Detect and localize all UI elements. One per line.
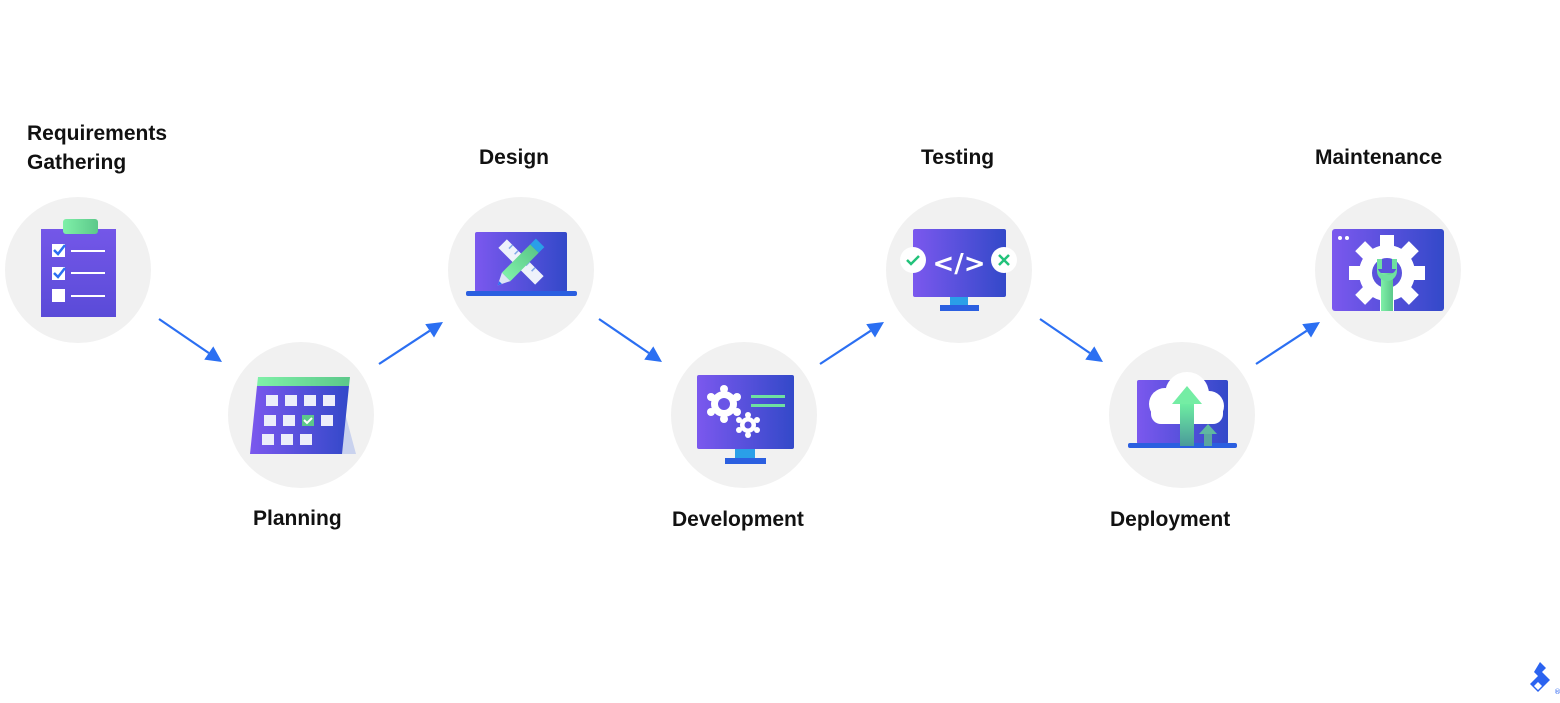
svg-text:</>: </> xyxy=(932,249,985,279)
flow-arrow-head-6 xyxy=(1302,322,1320,338)
flow-arrow-head-4 xyxy=(866,322,884,338)
flow-arrow-line-1 xyxy=(158,318,210,354)
stage-label-development: Development xyxy=(672,508,804,531)
flow-arrow-line-6 xyxy=(1255,329,1308,365)
laptop-cloud-upload-icon xyxy=(1128,372,1237,448)
svg-text:®: ® xyxy=(1554,688,1560,696)
stage-label-design: Design xyxy=(479,146,550,169)
stage-node-deployment xyxy=(1109,342,1255,488)
stage-node-testing: </> xyxy=(886,197,1032,343)
stage-label-testing: Testing xyxy=(921,146,995,169)
stage-node-maintenance xyxy=(1315,197,1461,343)
stage-node-planning xyxy=(228,342,374,488)
laptop-ruler-pencil-icon xyxy=(466,232,577,296)
clipboard-checklist-icon xyxy=(41,219,116,317)
stage-label-requirements: Requirements Gathering xyxy=(27,122,168,174)
calendar-icon xyxy=(250,377,356,454)
stage-label-planning: Planning xyxy=(253,507,342,530)
flow-arrow-line-3 xyxy=(598,318,650,354)
flow-arrow-head-3 xyxy=(644,346,662,362)
flow-arrow-head-2 xyxy=(425,322,443,338)
flow-arrow-head-5 xyxy=(1085,346,1103,362)
monitor-gears-icon xyxy=(697,375,794,464)
toptal-logo-icon: ® xyxy=(1530,662,1560,696)
monitor-code-check-icon: </> xyxy=(900,229,1017,311)
flow-arrow-line-5 xyxy=(1039,318,1091,354)
window-gear-wrench-icon xyxy=(1332,229,1444,311)
stage-label-deployment: Deployment xyxy=(1110,508,1231,531)
flow-arrow-line-2 xyxy=(378,329,431,365)
stage-label-maintenance: Maintenance xyxy=(1315,146,1443,169)
flow-arrow-line-4 xyxy=(819,329,872,365)
stage-node-design xyxy=(448,197,594,343)
stage-node-requirements xyxy=(5,197,151,343)
stage-node-development xyxy=(671,342,817,488)
flow-arrow-head-1 xyxy=(204,346,222,362)
